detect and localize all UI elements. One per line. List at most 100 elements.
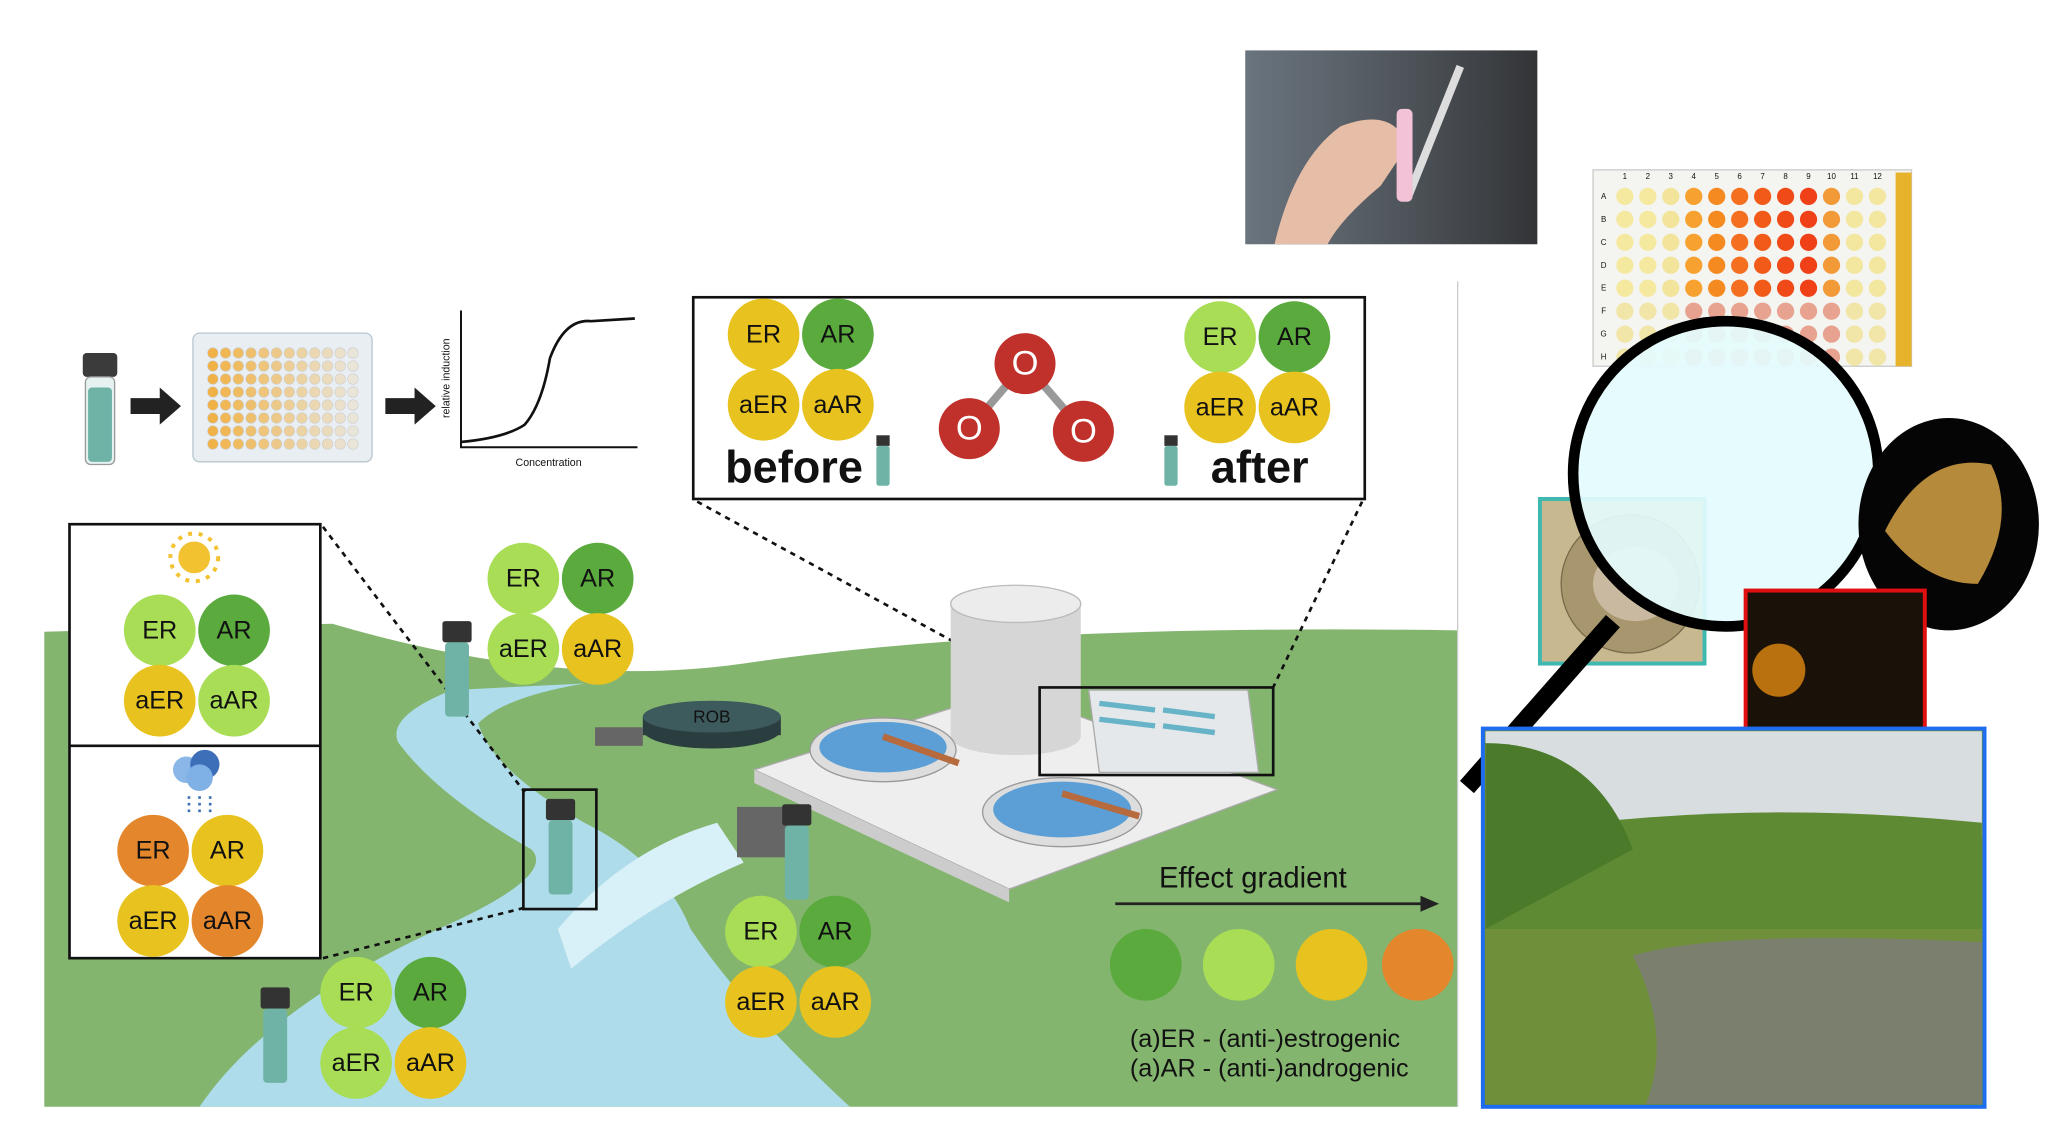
well [334, 425, 346, 437]
well [1639, 210, 1657, 228]
plate-row-label: E [1601, 284, 1606, 293]
well [1776, 302, 1795, 320]
well [347, 412, 359, 424]
endpoint-aer-circle [727, 368, 800, 441]
well [258, 425, 270, 437]
well [1616, 210, 1634, 228]
well [347, 425, 359, 437]
well [1616, 279, 1634, 297]
well [1616, 256, 1634, 274]
well [309, 386, 321, 398]
well [347, 386, 359, 398]
well [1845, 210, 1864, 228]
well [309, 425, 321, 437]
endpoint-aar-circle [561, 613, 634, 685]
legend-strong-green-circle [1109, 928, 1182, 1001]
well [283, 347, 295, 359]
well [1731, 256, 1749, 274]
after-label: after [1211, 442, 1309, 493]
well [270, 412, 283, 424]
well [1868, 210, 1887, 228]
endpoint-ar-label: AR [818, 918, 853, 946]
well [321, 438, 334, 450]
well [245, 373, 257, 385]
well [1845, 325, 1864, 343]
plate-column-label: 1 [1623, 172, 1628, 181]
endpoint-er-circle [123, 594, 196, 667]
endpoint-er-label: ER [142, 616, 177, 644]
river-highlight [557, 822, 744, 969]
pipetting-photo [1245, 50, 1538, 245]
well [1639, 233, 1657, 251]
endpoint-ar-label: AR [820, 320, 855, 348]
well [270, 399, 283, 411]
endpoint-ar-circle [191, 814, 264, 887]
rain-cloud-icon [173, 749, 220, 813]
well [296, 360, 308, 372]
plate-column-label: 6 [1737, 172, 1742, 181]
well [334, 373, 346, 385]
endpoint-aar-label: aAR [1270, 393, 1319, 421]
rob-label: ROB [693, 707, 730, 727]
well [1685, 256, 1703, 274]
well [334, 386, 346, 398]
well [321, 373, 334, 385]
svg-text:O: O [1012, 345, 1039, 383]
plate-column-label: 3 [1669, 172, 1674, 181]
well [1685, 302, 1703, 320]
svg-text:O: O [1070, 412, 1097, 450]
well [1845, 302, 1864, 320]
endpoint-aar-circle [799, 966, 872, 1038]
well [207, 360, 219, 372]
well [347, 438, 359, 450]
well [1662, 187, 1680, 206]
well [309, 438, 321, 450]
well [258, 412, 270, 424]
assay-workflow: relative induction Concentration [82, 310, 638, 469]
zoom-lines [321, 500, 1364, 960]
well [219, 347, 232, 359]
endpoint-er-circle [1184, 301, 1256, 373]
endpoint-aar-label: aAR [811, 988, 860, 1016]
well [1662, 256, 1680, 274]
well [207, 438, 219, 450]
endpoint-ar-circle [198, 594, 270, 667]
endpoint-aer-label: aER [332, 1049, 381, 1077]
well [321, 425, 334, 437]
well [258, 399, 270, 411]
well [219, 360, 232, 372]
ozone-molecule-icon: O O O [938, 333, 1114, 462]
endpoint-aer-circle [487, 613, 560, 685]
well [1708, 187, 1726, 206]
endpoint-aer-label: aER [739, 391, 788, 419]
well [1685, 233, 1703, 251]
well [1753, 279, 1772, 297]
plate-row-label: F [1601, 307, 1606, 316]
well [1639, 302, 1657, 320]
well [270, 386, 283, 398]
endpoint-ar-label: AR [413, 979, 448, 1007]
plate-row-label: H [1601, 353, 1607, 362]
well [1708, 233, 1726, 251]
endpoint-aer-circle [123, 664, 196, 737]
endpoint-ar-circle [394, 956, 467, 1029]
well [245, 347, 257, 359]
well [1639, 187, 1657, 206]
well [1822, 210, 1841, 228]
well [232, 412, 244, 424]
endpoint-er-label: ER [746, 320, 781, 348]
well [1868, 187, 1887, 206]
well [1776, 187, 1795, 206]
endpoint-er-circle [725, 895, 797, 968]
endpoint-aar-label: aAR [573, 635, 622, 663]
well [1662, 302, 1680, 320]
well [296, 425, 308, 437]
well [1822, 233, 1841, 251]
well [207, 412, 219, 424]
well-plate [192, 332, 373, 463]
